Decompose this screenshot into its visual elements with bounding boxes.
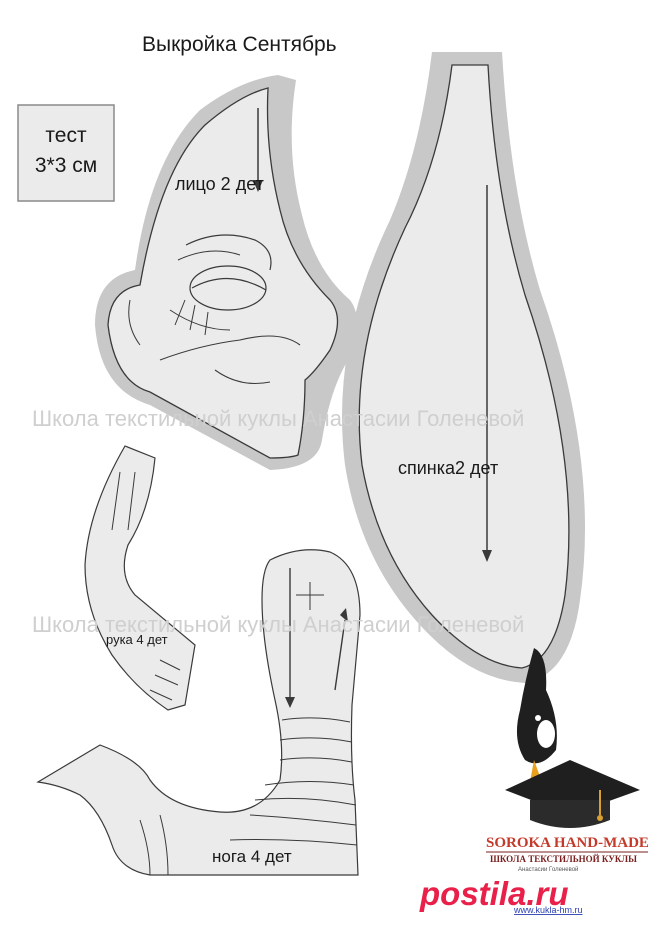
arm-piece-label: рука 4 дет [106,632,168,647]
test-square-size: 3*3 см [35,154,97,177]
watermark-2: Школа текстильной куклы Анастасии Голене… [32,612,524,637]
face-piece: лицо 2 дет [95,75,358,470]
leg-piece-label: нога 4 дет [212,847,292,866]
face-piece-label: лицо 2 дет [175,174,264,194]
logo-brand: SOROKA HAND-MADE [486,835,649,851]
logo-subtitle: ШКОЛА ТЕКСТИЛЬНОЙ КУКЛЫ [490,854,637,864]
watermark-1: Школа текстильной куклы Анастасии Голене… [32,406,524,431]
back-piece-label: спинка2 дет [398,458,498,478]
leg-piece: нога 4 дет [36,549,361,876]
logo-small: Анастасии Голеневой [518,866,578,873]
arm-piece: рука 4 дет [84,445,196,711]
back-piece: спинка2 дет [342,52,585,683]
postila-stamp: postila.ru [419,875,569,912]
site-url[interactable]: www.kukla-hm.ru [513,905,583,915]
soroka-logo: SOROKA HAND-MADE ШКОЛА ТЕКСТИЛЬНОЙ КУКЛЫ… [486,648,649,873]
test-square-label: тест [45,124,87,147]
test-square: тест 3*3 см [17,104,115,202]
page-title: Выкройка Сентябрь [142,33,337,56]
